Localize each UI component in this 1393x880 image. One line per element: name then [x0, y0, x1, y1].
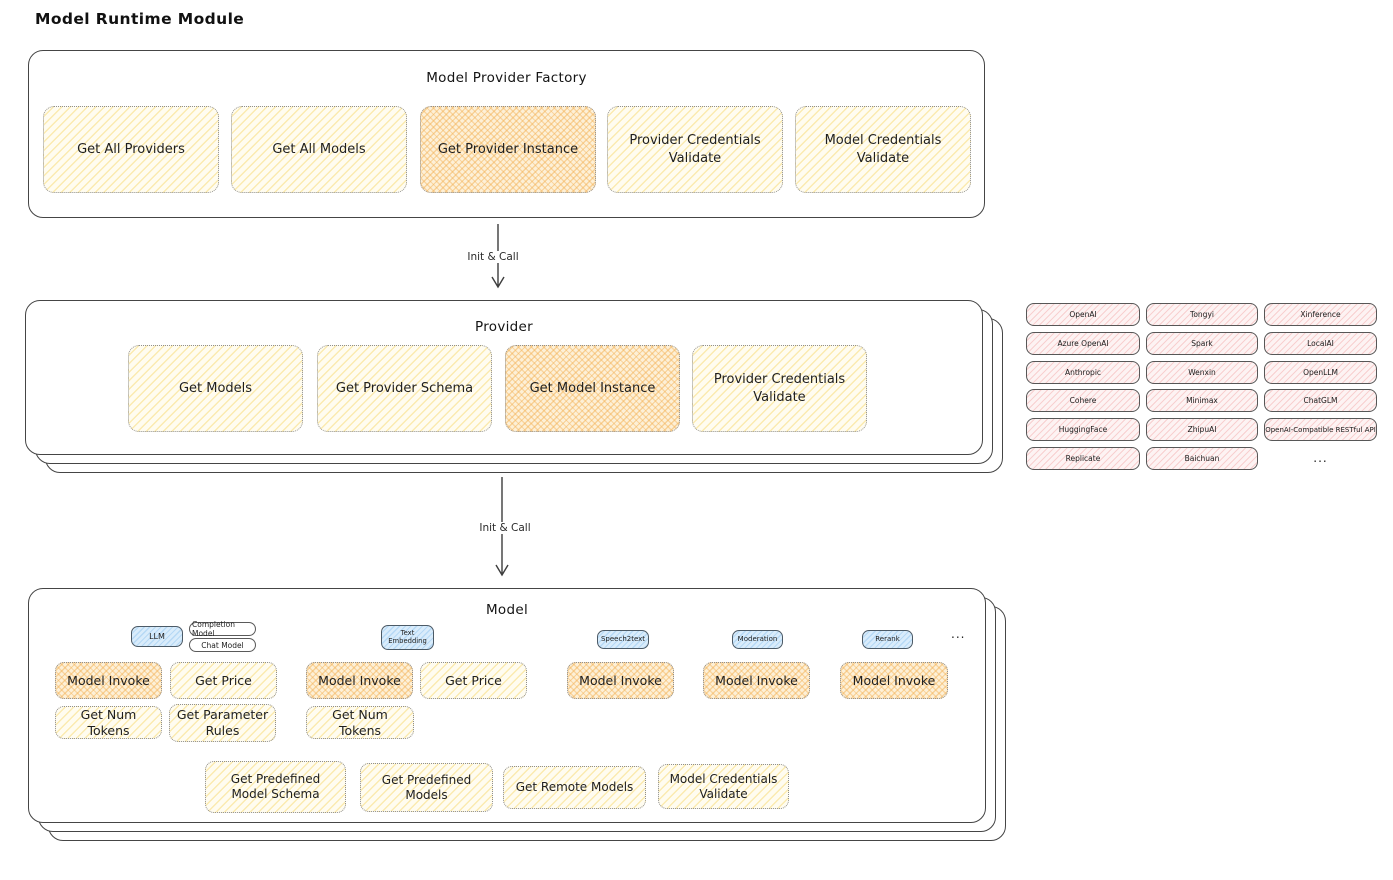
tab-llm: LLM — [131, 626, 183, 647]
action-model-invoke-moderation: Model Invoke — [703, 662, 810, 699]
action-get-num-tokens-llm: Get Num Tokens — [55, 706, 162, 739]
provider-openai: OpenAI — [1026, 303, 1140, 326]
provider-title: Provider — [475, 319, 533, 335]
provider-zhipuai: ZhipuAI — [1146, 418, 1258, 442]
provider-chatglm: ChatGLM — [1264, 389, 1377, 413]
action-model-invoke-rerank: Model Invoke — [840, 662, 948, 699]
factory-title: Model Provider Factory — [426, 70, 587, 86]
provider-replicate: Replicate — [1026, 446, 1140, 470]
provider-azure-openai: Azure OpenAI — [1026, 331, 1140, 355]
card-provider-credentials-validate: Provider Credentials Validate — [607, 106, 783, 193]
provider-openllm: OpenLLM — [1264, 360, 1377, 384]
action-get-predefined-model-schema: Get Predefined Model Schema — [205, 761, 346, 813]
action-model-credentials-validate: Model Credentials Validate — [658, 764, 789, 809]
card-get-provider-instance: Get Provider Instance — [420, 106, 596, 193]
pill-chat-model: Chat Model — [189, 638, 256, 652]
action-get-price-llm: Get Price — [170, 662, 277, 699]
action-model-invoke-speech2text: Model Invoke — [567, 662, 674, 699]
tab-moderation: Moderation — [732, 630, 783, 649]
page-title: Model Runtime Module — [35, 10, 245, 28]
card-get-all-models: Get All Models — [231, 106, 407, 193]
card-get-all-providers: Get All Providers — [43, 106, 219, 193]
provider-localai: LocalAI — [1264, 331, 1377, 355]
provider-spark: Spark — [1146, 331, 1258, 355]
card-model-credentials-validate: Model Credentials Validate — [795, 106, 971, 193]
provider-tongyi: Tongyi — [1146, 303, 1258, 326]
card-get-provider-schema: Get Provider Schema — [317, 345, 492, 432]
model-box: Model LLM Completion Model Chat Model Te… — [28, 588, 986, 823]
model-title: Model — [485, 602, 529, 618]
action-get-price-embedding: Get Price — [420, 662, 527, 699]
tab-speech2text: Speech2text — [597, 630, 649, 649]
provider-xinference: Xinference — [1264, 303, 1377, 326]
card-get-models: Get Models — [128, 345, 303, 432]
tab-rerank: Rerank — [862, 630, 913, 649]
provider-minimax: Minimax — [1146, 389, 1258, 413]
action-model-invoke-llm: Model Invoke — [55, 662, 162, 699]
provider-huggingface: HuggingFace — [1026, 418, 1140, 442]
providers-grid: OpenAI Tongyi Xinference Azure OpenAI Sp… — [1026, 303, 1378, 470]
tabs-more-ellipsis: ... — [951, 627, 966, 641]
card-provider-credentials-validate-2: Provider Credentials Validate — [692, 345, 867, 432]
action-get-parameter-rules: Get Parameter Rules — [169, 704, 276, 742]
provider-baichuan: Baichuan — [1146, 446, 1258, 470]
action-get-predefined-models: Get Predefined Models — [360, 763, 493, 812]
provider-openai-compatible-restful-api: OpenAI-Compatible RESTful API — [1264, 418, 1377, 442]
tab-text-embedding: Text Embedding — [381, 625, 434, 650]
action-get-num-tokens-embedding: Get Num Tokens — [306, 706, 414, 739]
provider-anthropic: Anthropic — [1026, 360, 1140, 384]
providers-more-ellipsis: ... — [1313, 451, 1328, 466]
arrow-label-init-call-2: Init & Call — [466, 522, 544, 534]
card-get-model-instance: Get Model Instance — [505, 345, 680, 432]
action-model-invoke-embedding: Model Invoke — [306, 662, 413, 699]
provider-wenxin: Wenxin — [1146, 360, 1258, 384]
arrow-label-init-call-1: Init & Call — [454, 251, 532, 263]
provider-cohere: Cohere — [1026, 389, 1140, 413]
action-get-remote-models: Get Remote Models — [503, 766, 646, 809]
pill-completion-model: Completion Model — [189, 620, 256, 638]
